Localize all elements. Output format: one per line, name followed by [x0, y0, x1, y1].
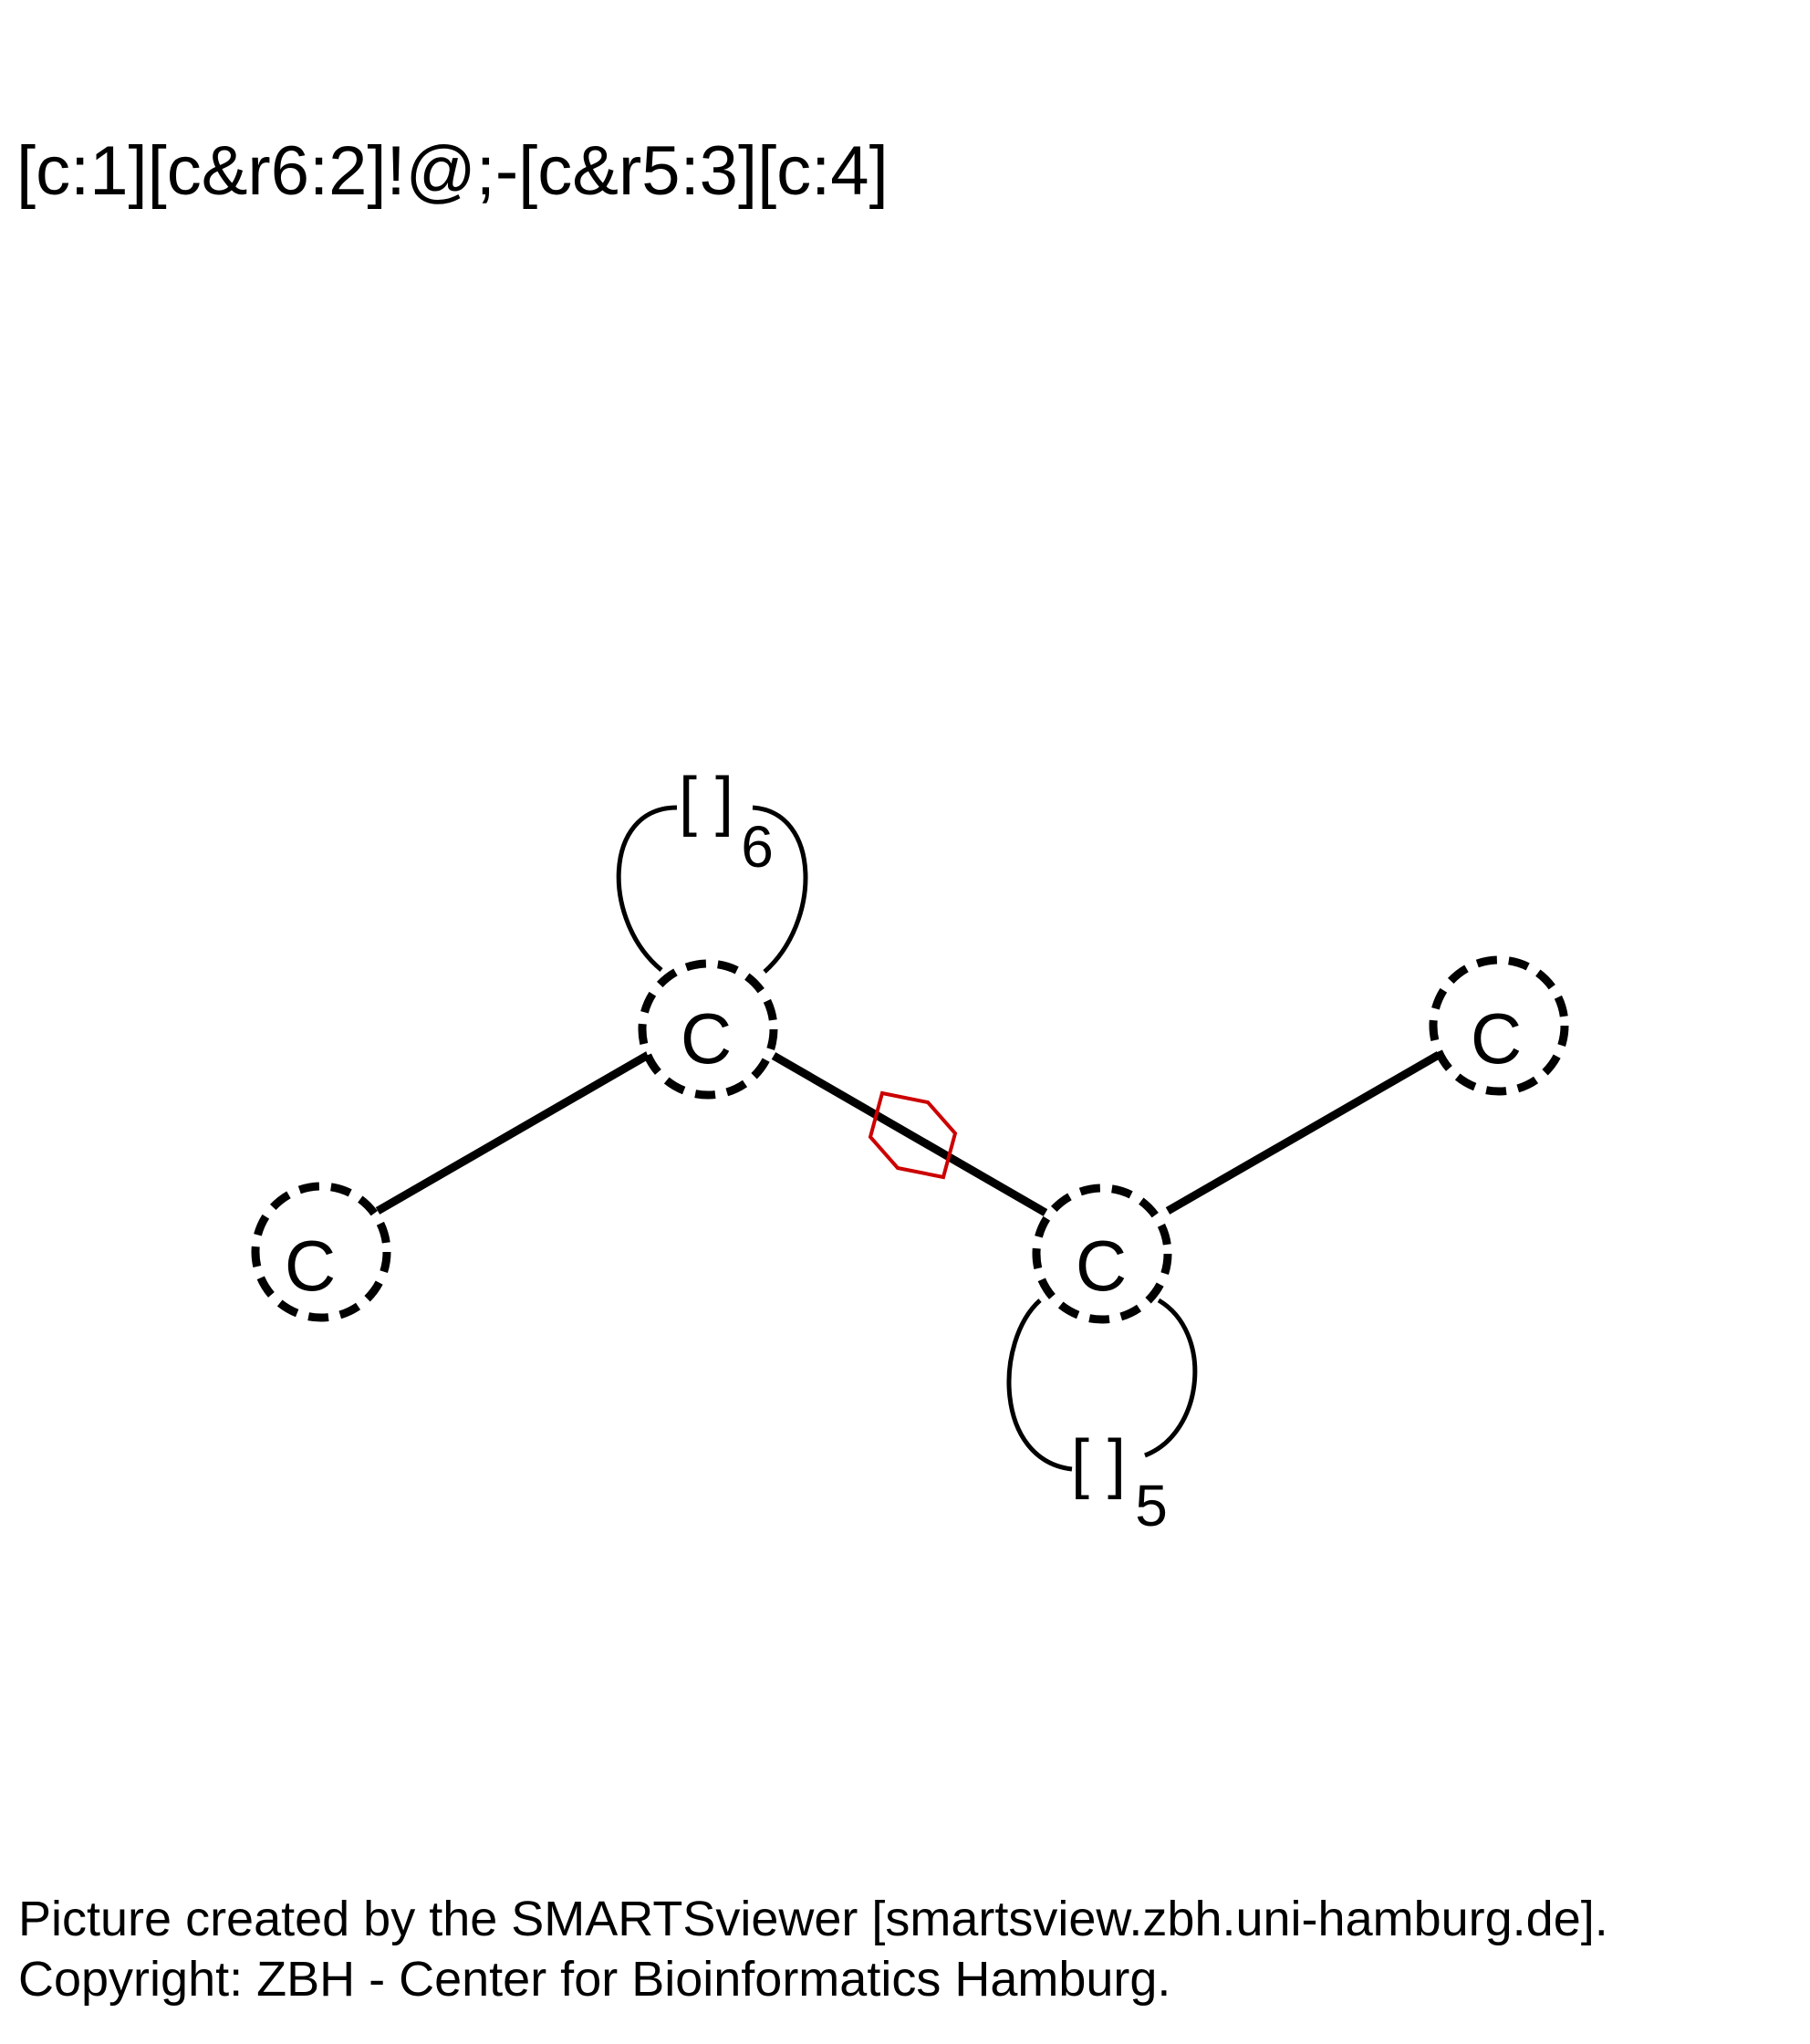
bond-2-3: [771, 1052, 1048, 1216]
footer: Picture created by the SMARTSviewer [sma…: [18, 1889, 1608, 2009]
atom-label-4: C: [1471, 998, 1522, 1079]
bond-3-4: [1165, 1051, 1441, 1215]
ring-loop-atom2: [616, 805, 808, 974]
atom-circle-4: [1429, 955, 1569, 1096]
ring-bracket-atom2: [ ]: [679, 765, 733, 838]
footer-credit: Picture created by the SMARTSviewer [sma…: [18, 1892, 1608, 1946]
ring-size-atom2: 6: [741, 814, 774, 880]
ring-bracket-atom3: [ ]: [1071, 1427, 1126, 1500]
footer-copyright: Copyright: ZBH - Center for Bioinformati…: [18, 1952, 1171, 2007]
atom-label-1: C: [285, 1225, 336, 1306]
smarts-title: [c:1][c&r6:2]!@;-[c&r5:3][c:4]: [16, 132, 889, 210]
ring-size-atom3: 5: [1135, 1473, 1168, 1538]
atom-label-2: C: [681, 998, 732, 1079]
ring-loop-atom3: [1006, 1298, 1198, 1472]
atom-circle-2: [638, 959, 778, 1100]
bond-1-2: [375, 1049, 654, 1215]
atom-label-3: C: [1076, 1225, 1127, 1306]
atom-circle-3: [1032, 1184, 1172, 1324]
atom-circle-1: [251, 1182, 391, 1322]
nonring-bond-marker: [868, 1090, 958, 1180]
